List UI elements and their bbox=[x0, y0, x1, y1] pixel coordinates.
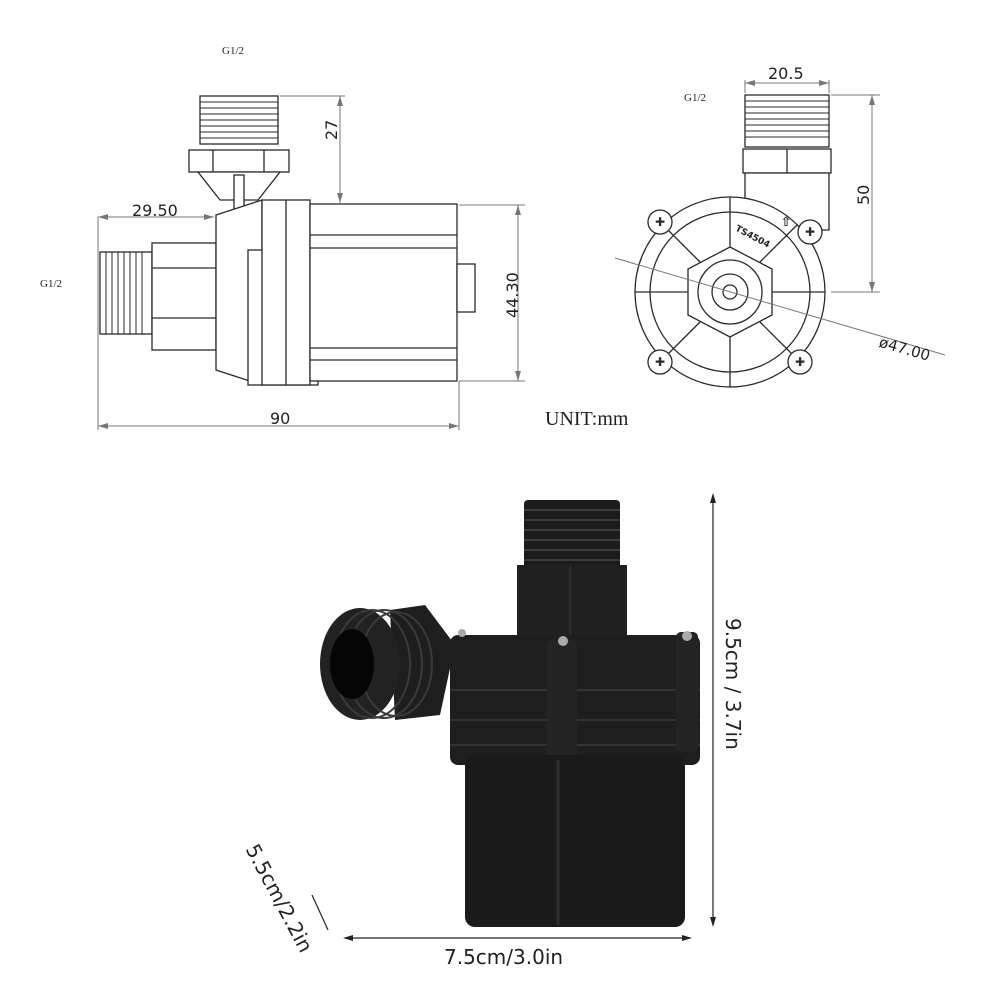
front-thread-label: G1/2 bbox=[684, 92, 706, 104]
photo-dim-width: 7.5cm/3.0in bbox=[444, 945, 564, 969]
svg-text:✚: ✚ bbox=[795, 355, 805, 369]
side-inlet-thread-label: G1/2 bbox=[40, 278, 62, 290]
side-outlet-thread-label: G1/2 bbox=[222, 45, 244, 57]
svg-text:⇧: ⇧ bbox=[781, 215, 792, 230]
pump-photo bbox=[320, 500, 700, 927]
dim-front-height: 50 bbox=[854, 184, 873, 205]
dim-outlet-height: 27 bbox=[322, 119, 341, 140]
dim-body-height: 44.30 bbox=[503, 272, 522, 318]
unit-label: UNIT:mm bbox=[545, 408, 629, 430]
dim-inlet-length: 29.50 bbox=[132, 201, 178, 220]
dim-total-length: 90 bbox=[270, 409, 291, 428]
svg-text:✚: ✚ bbox=[655, 215, 665, 229]
front-view-drawing bbox=[634, 94, 832, 388]
svg-text:✚: ✚ bbox=[655, 355, 665, 369]
dim-outlet-width: 20.5 bbox=[768, 64, 804, 83]
svg-text:✚: ✚ bbox=[805, 225, 815, 239]
photo-dim-height: 9.5cm / 3.7in bbox=[721, 618, 745, 750]
